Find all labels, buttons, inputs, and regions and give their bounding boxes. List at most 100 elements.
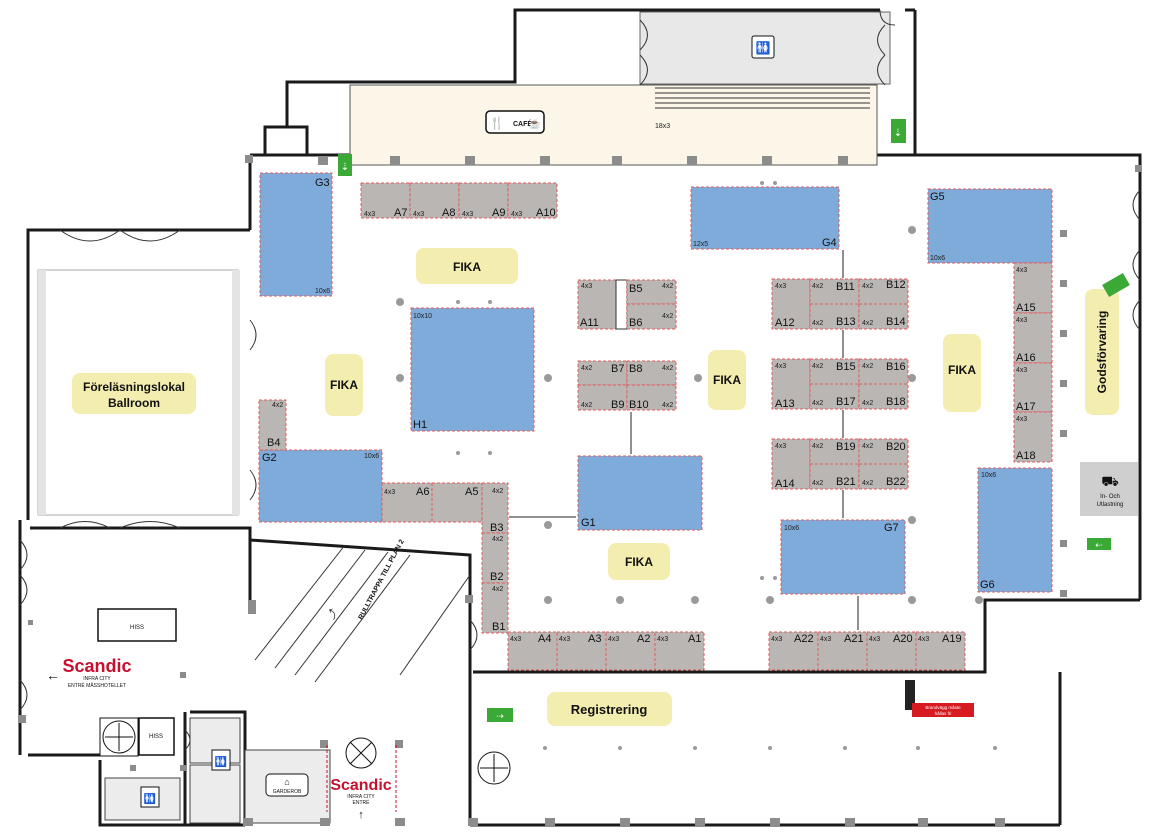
booth-A19[interactable] [915,631,966,671]
svg-text:Brandvägg måste: Brandvägg måste [925,704,961,710]
booth-A16[interactable] [1013,312,1053,364]
svg-text:4x2: 4x2 [272,402,283,409]
booth-B12[interactable] [858,278,909,305]
booth-B18[interactable] [858,383,909,410]
booth-B16[interactable] [858,358,909,385]
booth-B15[interactable] [809,358,860,385]
booth-B17[interactable] [809,383,860,410]
booth-B14[interactable] [858,303,909,330]
svg-text:B11: B11 [836,281,855,293]
svg-text:4x3: 4x3 [1016,267,1027,274]
booth-A21[interactable] [817,631,868,671]
svg-text:A2: A2 [637,633,650,645]
booths [258,182,1053,671]
booth-A4[interactable] [507,631,558,671]
svg-text:B19: B19 [836,441,856,453]
booth-A12[interactable] [771,278,811,330]
svg-text:G3: G3 [315,177,330,189]
escalator-icon: ⤴ [324,606,340,621]
elevator-2: HISS [138,717,175,756]
firewall-note: Brandvägg måste hållas fri [905,680,974,717]
booth-G3[interactable] [259,172,333,297]
booth-A3[interactable] [556,631,607,671]
booth-A10[interactable] [507,182,558,219]
forklift-icon: ⛟ [1101,473,1119,489]
svg-text:4x2: 4x2 [662,365,673,372]
booth-H1[interactable] [410,307,535,432]
svg-text:A11: A11 [580,317,599,329]
svg-text:A22: A22 [794,633,814,645]
svg-text:Godsförvaring: Godsförvaring [1095,311,1109,394]
svg-text:B5: B5 [629,283,642,295]
booth-A8[interactable] [409,182,460,219]
svg-text:🚻: 🚻 [144,792,156,805]
svg-text:FIKA: FIKA [330,378,358,392]
booth-A15[interactable] [1013,262,1053,314]
svg-text:B18: B18 [886,396,906,408]
svg-text:4x3: 4x3 [657,636,668,643]
svg-text:B7: B7 [611,363,624,375]
svg-text:10x6: 10x6 [981,472,996,479]
svg-text:10x6: 10x6 [364,453,379,460]
booth-G7[interactable] [780,519,906,595]
revolving-door-icon [477,751,511,785]
svg-text:A20: A20 [893,633,913,645]
svg-text:CAFÉ: CAFÉ [513,119,532,128]
svg-text:A1: A1 [688,633,701,645]
fika-area-1: FIKA [416,248,518,284]
scandic-entrance-main: Scandic INFRA CITY ENTRÉ ↑ [326,737,397,821]
stairs [655,87,870,109]
svg-text:A16: A16 [1016,352,1036,364]
booth-B3[interactable] [481,482,509,534]
svg-text:🚻: 🚻 [756,41,771,55]
booth-A1[interactable] [654,631,705,671]
booth-B20[interactable] [858,438,909,465]
booth-B1[interactable] [481,582,509,634]
booth-G6[interactable] [977,467,1053,593]
svg-text:B14: B14 [886,316,906,328]
svg-text:4x2: 4x2 [862,443,873,450]
svg-text:A7: A7 [394,207,407,219]
booth-A5[interactable] [431,482,483,523]
booth-A7[interactable] [360,182,411,219]
booth-A17[interactable] [1013,362,1053,413]
svg-text:4x3: 4x3 [775,283,786,290]
booth-G4[interactable] [690,186,840,250]
booth-B2[interactable] [481,532,509,584]
svg-text:Föreläsningslokal: Föreläsningslokal [83,380,185,394]
svg-text:B2: B2 [490,571,503,583]
booth-B6[interactable] [626,303,677,330]
svg-text:A17: A17 [1016,401,1036,413]
exit-sign-icon: ⇣ [891,119,906,143]
svg-text:⇣: ⇣ [894,128,902,139]
booth-A11[interactable] [577,279,617,330]
booth-B4[interactable] [258,399,287,451]
svg-text:Ballroom: Ballroom [108,396,160,410]
svg-text:10x6: 10x6 [930,255,945,262]
svg-text:G1: G1 [581,517,596,529]
svg-text:4x3: 4x3 [559,636,570,643]
booth-B22[interactable] [858,463,909,490]
booth-B21[interactable] [809,463,860,490]
svg-text:10x6: 10x6 [315,288,330,295]
loading-sign: ⛟ In- Och Utlastning [1097,473,1124,508]
escalator: RULLTRAPPA TILL PLAN 2 ⤴ [254,538,471,683]
booth-B10[interactable] [626,384,677,411]
booth-A6[interactable] [381,482,433,523]
booth-G1[interactable] [577,455,703,531]
toilet-icon: 🚻 [211,749,231,771]
connector-arrows [509,250,859,630]
svg-text:HISS: HISS [130,625,144,631]
booth-G2[interactable] [258,449,383,523]
booth-A18[interactable] [1013,411,1053,463]
fika-area-3: FIKA [708,350,746,410]
arrow-up-icon: ↑ [358,809,364,821]
svg-text:4x3: 4x3 [771,636,782,643]
svg-text:ENTRÉ MÄSSHOTELLET: ENTRÉ MÄSSHOTELLET [68,682,126,689]
booth-A13[interactable] [771,358,811,410]
svg-text:4x2: 4x2 [862,480,873,487]
loading-area [1080,462,1138,516]
booth-G5[interactable] [927,188,1053,264]
svg-text:A3: A3 [588,633,601,645]
exit-sign-icon: ⇠ [1087,538,1111,550]
